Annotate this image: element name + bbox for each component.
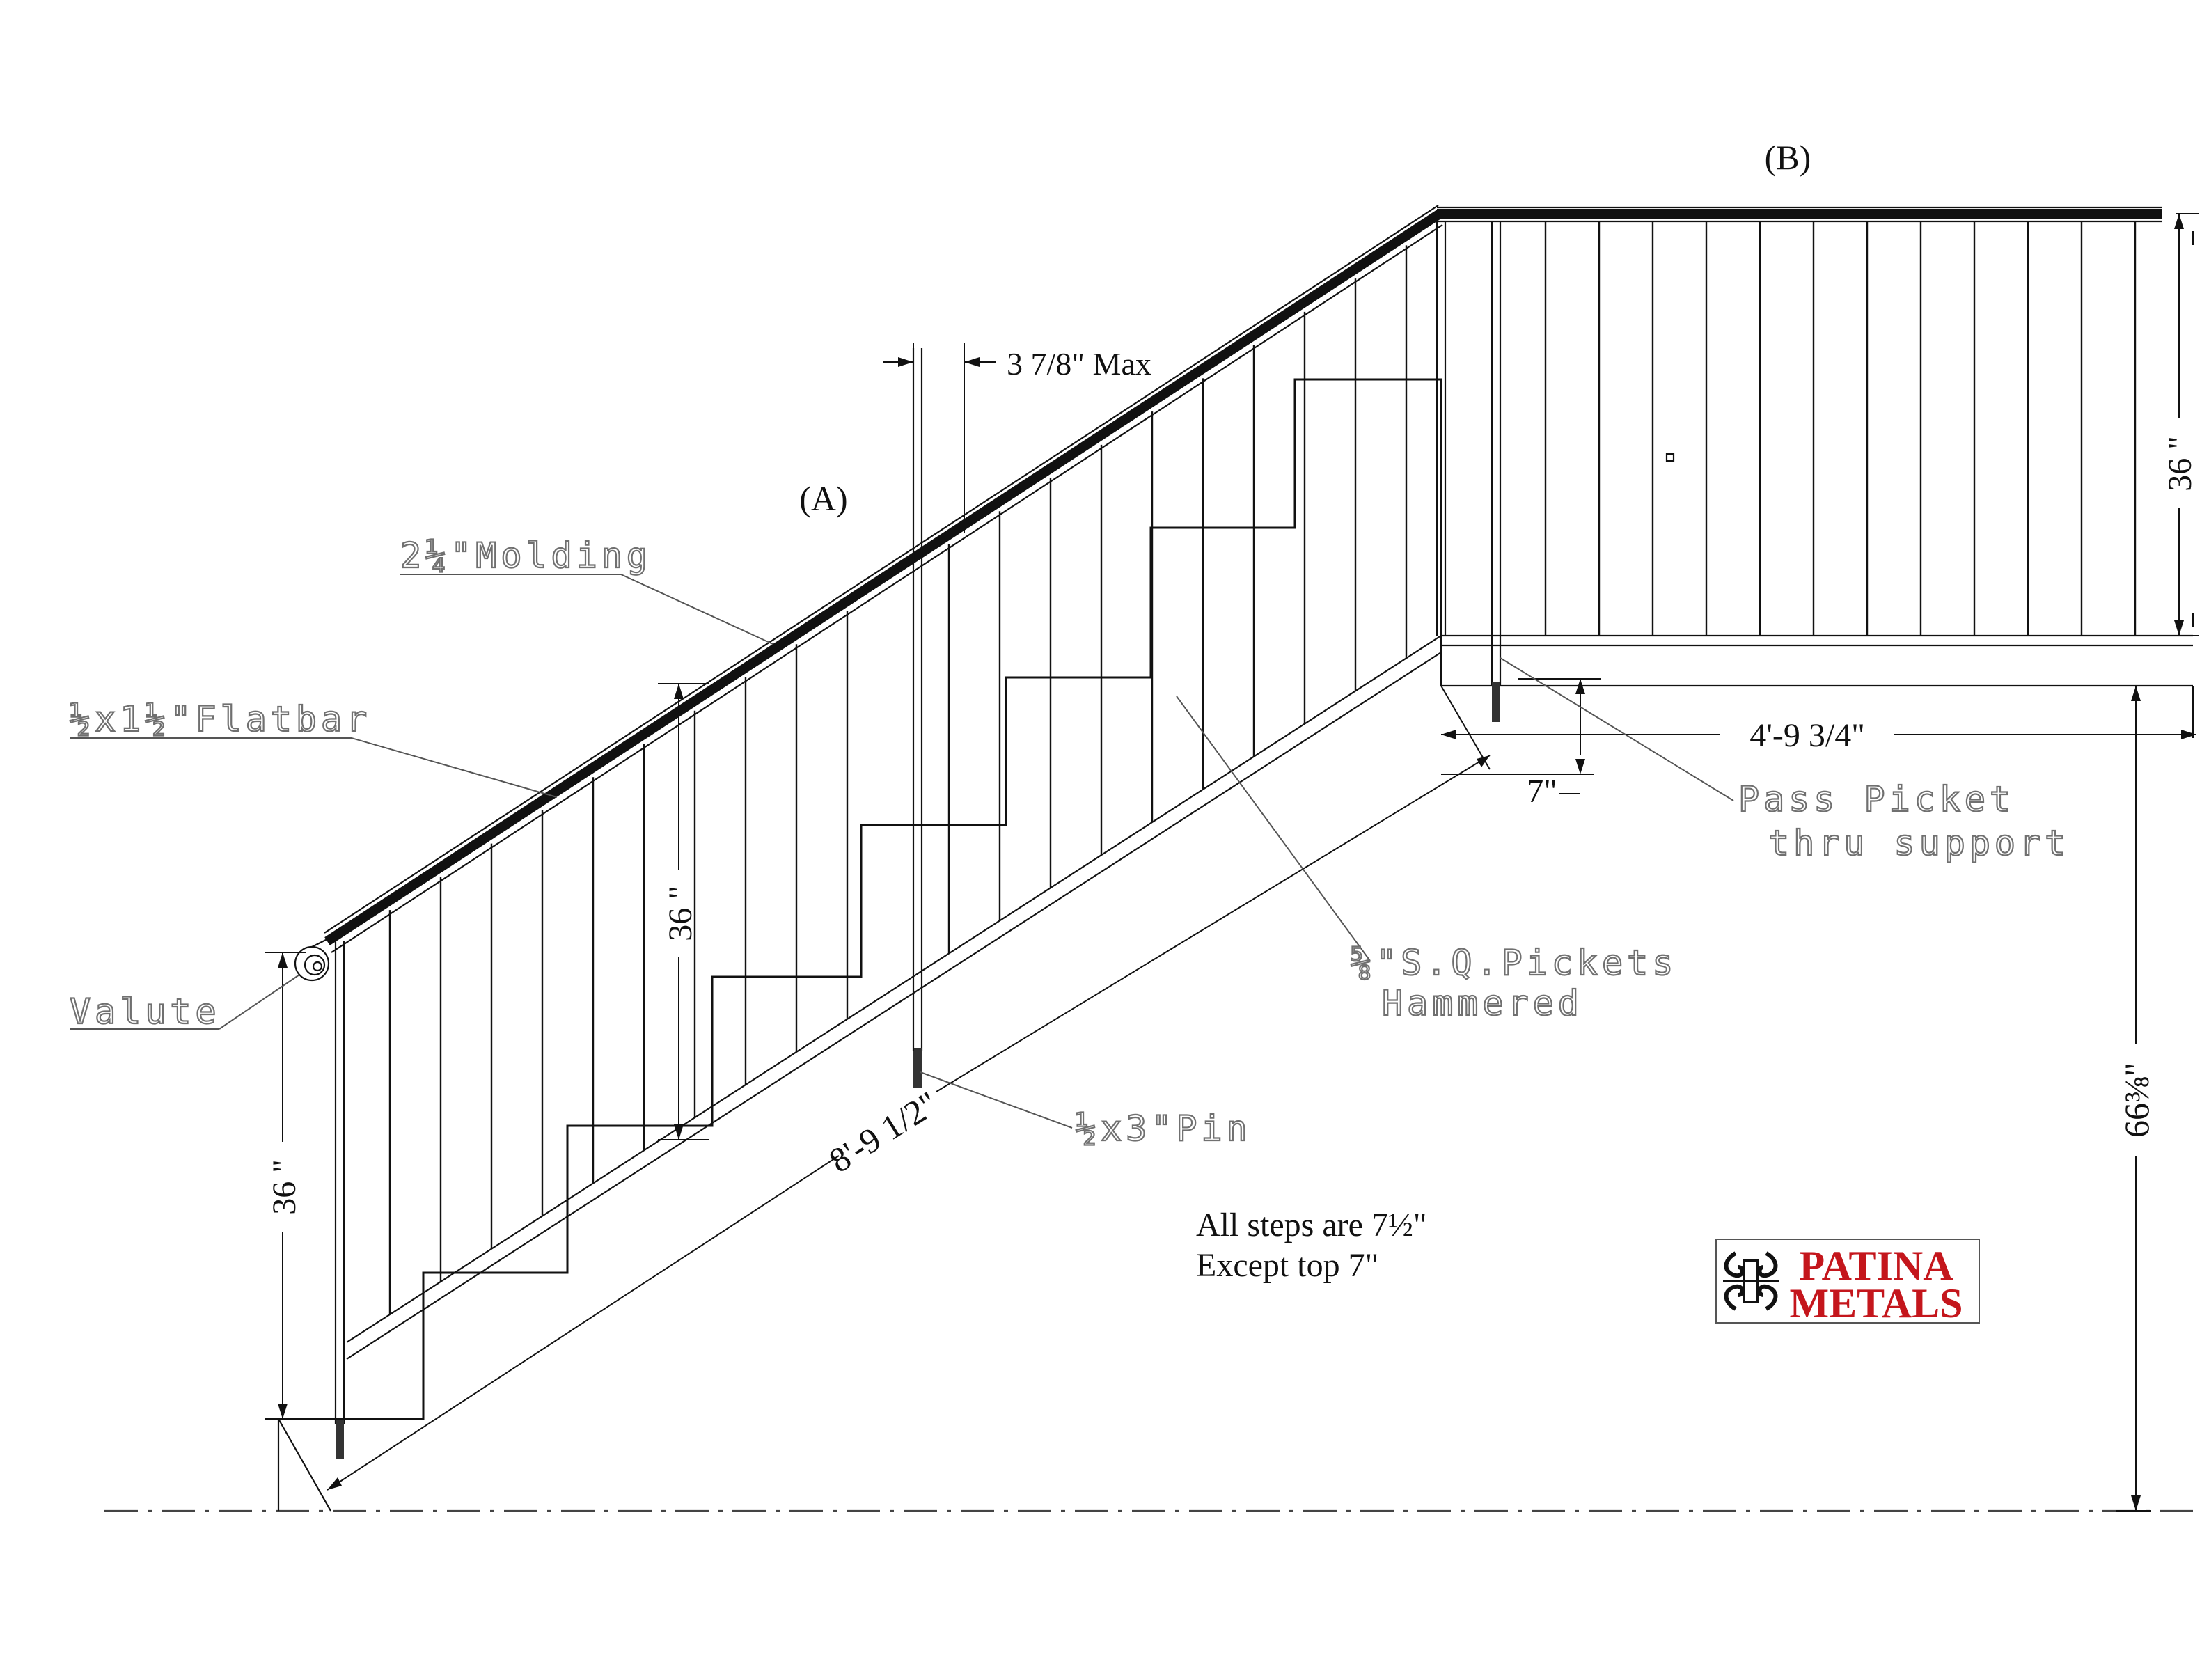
start-post-pin	[336, 1420, 344, 1459]
pickets-callout-leader	[1176, 696, 1371, 961]
spacing-label: 3 7/8" Max	[1007, 346, 1151, 382]
bottom-rail-a	[346, 635, 1442, 1343]
valute-callout-leader	[70, 974, 300, 1030]
note-line2: Except top 7"	[1196, 1247, 1378, 1284]
top-step-label: 7"	[1527, 773, 1557, 810]
mid-height-dimension	[658, 683, 709, 1140]
landing-label: 4'-9 3/4"	[1749, 717, 1865, 754]
valute-scroll	[294, 936, 333, 982]
left-height-dimension	[265, 952, 306, 1420]
pass-callout-line1: Pass Picket	[1738, 779, 2015, 819]
bottom-rail-a-inner	[346, 652, 1442, 1360]
pin-callout-leader	[920, 1071, 1073, 1129]
pickets-section-a	[388, 245, 1408, 1314]
diagonal-dimension	[327, 685, 1491, 1491]
section-b-label: (B)	[1765, 138, 1811, 177]
support-picket-pin	[1492, 682, 1500, 722]
pickets-section-b	[1544, 221, 2137, 636]
section-a-label: (A)	[799, 479, 847, 518]
left-height-label: 36 "	[266, 1159, 303, 1215]
stair-steps	[278, 378, 1442, 1420]
pickets-callout-line1: ⅝"S.Q.Pickets	[1351, 943, 1677, 983]
centre-marker	[1665, 453, 1675, 462]
mid-height-label: 36 "	[662, 886, 699, 941]
handrail-a	[324, 210, 1442, 945]
handrail-a-top-edge	[324, 205, 1439, 934]
right-height-label: 36 "	[2162, 436, 2199, 492]
right-height-dimension	[2174, 213, 2199, 636]
molding-callout: 2¼"Molding	[400, 535, 652, 576]
logo-line1: PATINA	[1799, 1243, 1953, 1289]
stair-stringer	[278, 1418, 331, 1512]
flatbar-callout-leader	[70, 737, 558, 798]
molding-callout-leader	[400, 574, 773, 645]
flatbar-callout: ½x1½"Flatbar	[70, 699, 371, 739]
handrail-a-under-edge	[331, 224, 1443, 953]
pass-callout-line2: thru support	[1768, 823, 2070, 863]
diagonal-label: 8'-9 1/2"	[822, 1083, 945, 1180]
spacing-dimension	[883, 343, 996, 1051]
pickets-callout-line2: Hammered	[1382, 983, 1583, 1023]
note-line1: All steps are 7½"	[1196, 1207, 1427, 1243]
top-step-dimension	[1441, 678, 1601, 794]
patina-metals-logo: PATINA METALS	[1715, 1239, 1980, 1326]
logo-emblem-icon	[1723, 1251, 1779, 1311]
logo-line2: METALS	[1790, 1280, 1963, 1326]
total-height-dimension	[1525, 685, 2193, 1512]
pin-callout: ½x3"Pin	[1076, 1108, 1252, 1149]
total-height-label: 66⅜"	[2117, 1062, 2156, 1138]
mid-pin	[913, 1048, 922, 1088]
valute-callout: Valute	[70, 991, 221, 1032]
pass-callout-leader	[1500, 657, 1734, 801]
